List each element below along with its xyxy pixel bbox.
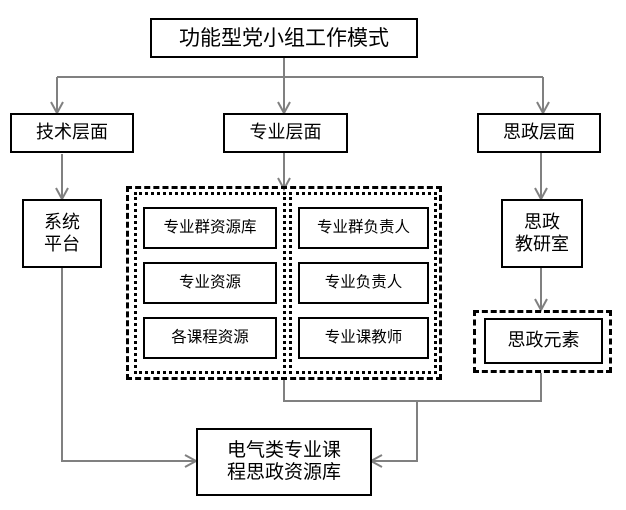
node-root-work-mode[interactable]: 功能型党小组工作模式 xyxy=(150,18,418,58)
node-result-repository[interactable]: 电气类专业课 程思政资源库 xyxy=(196,428,372,496)
arrowhead-tech xyxy=(50,101,64,116)
arrowhead-office xyxy=(534,187,548,202)
node-ideology-office-label: 思政 教研室 xyxy=(515,212,569,254)
node-person-major-teacher-label: 专业课教师 xyxy=(324,328,403,346)
group-major-people xyxy=(289,192,437,374)
node-resource-major-group-library-label: 专业群资源库 xyxy=(163,218,257,236)
arrowhead-ideology xyxy=(536,101,550,116)
node-level-major-label: 专业层面 xyxy=(249,122,322,143)
node-resource-courses-label: 各课程资源 xyxy=(171,328,249,346)
node-person-major-teacher[interactable]: 专业课教师 xyxy=(298,317,429,359)
node-person-major-leader-label: 专业负责人 xyxy=(324,273,403,291)
node-resource-major[interactable]: 专业资源 xyxy=(143,262,277,304)
arrowhead-platform xyxy=(55,187,69,202)
node-ideology-element[interactable]: 思政元素 xyxy=(484,318,603,364)
node-level-technical[interactable]: 技术层面 xyxy=(10,113,134,153)
node-root-label: 功能型党小组工作模式 xyxy=(179,25,389,50)
node-ideology-element-label: 思政元素 xyxy=(507,330,580,351)
node-resource-major-group-library[interactable]: 专业群资源库 xyxy=(143,207,277,249)
node-person-major-leader[interactable]: 专业负责人 xyxy=(298,262,429,304)
node-level-technical-label: 技术层面 xyxy=(36,122,108,143)
node-person-major-group-leader-label: 专业群负责人 xyxy=(316,218,410,236)
node-person-major-group-leader[interactable]: 专业群负责人 xyxy=(298,207,429,249)
arrowhead-result-right xyxy=(368,454,383,468)
node-result-repository-label: 电气类专业课 程思政资源库 xyxy=(226,439,341,483)
node-level-major[interactable]: 专业层面 xyxy=(223,113,348,153)
node-level-ideology[interactable]: 思政层面 xyxy=(477,113,601,153)
arrowhead-major xyxy=(277,101,291,116)
node-ideology-office[interactable]: 思政 教研室 xyxy=(501,199,583,268)
arrowhead-result-left xyxy=(184,454,199,468)
node-resource-courses[interactable]: 各课程资源 xyxy=(143,317,277,359)
node-level-ideology-label: 思政层面 xyxy=(503,122,575,143)
node-system-platform-label: 系统 平台 xyxy=(44,212,80,254)
node-system-platform[interactable]: 系统 平台 xyxy=(22,199,102,268)
arrowhead-element xyxy=(534,298,548,313)
node-resource-major-label: 专业资源 xyxy=(178,273,241,291)
